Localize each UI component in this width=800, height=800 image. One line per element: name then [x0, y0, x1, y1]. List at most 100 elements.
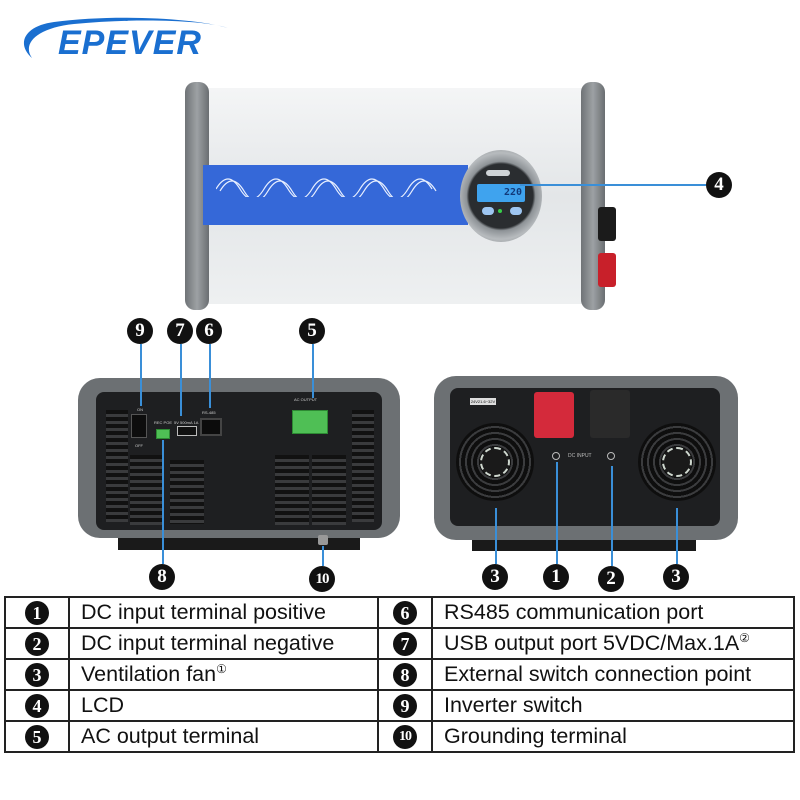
callout-leader-5: [312, 344, 314, 398]
footnote-mark: ②: [739, 630, 750, 645]
callout-leader-3-right: [676, 508, 678, 564]
vent-grille: [170, 460, 204, 524]
legend-description: Grounding terminal: [444, 724, 627, 748]
number-badge: 2: [25, 632, 49, 657]
legend-number-cell: 4: [4, 689, 70, 722]
legend-description-cell: DC input terminal negative: [68, 627, 379, 660]
number-badge: 5: [25, 725, 49, 750]
front-dc-positive-terminal: [598, 253, 616, 287]
usb-label: 5V 500mA 1A: [174, 420, 199, 425]
legend-number-cell: 10: [377, 720, 433, 753]
legend-description-cell: DC input terminal positive: [68, 596, 379, 629]
legend-description: AC output terminal: [81, 724, 260, 748]
legend-description-cell: Inverter switch: [431, 689, 795, 722]
usb-port[interactable]: [177, 426, 197, 436]
vent-grille: [275, 455, 309, 525]
callout-marker-8: 8: [149, 564, 175, 590]
callout-marker-1: 1: [543, 564, 569, 590]
legend-row: 3 Ventilation fan① 8 External switch con…: [4, 658, 795, 691]
legend-description-cell: LCD: [68, 689, 379, 722]
legend-description-cell: AC output terminal: [68, 720, 379, 753]
legend-number-cell: 7: [377, 627, 433, 660]
negative-polarity-icon: [607, 452, 615, 460]
legend-number-cell: 1: [4, 596, 70, 629]
voltage-rating-label: 24V21.6~32V: [470, 398, 496, 405]
dc-positive-terminal[interactable]: [534, 392, 574, 438]
inverter-switch[interactable]: [131, 414, 147, 438]
number-badge: 1: [25, 601, 49, 626]
callout-leader-7: [180, 344, 182, 416]
number-badge: 3: [25, 663, 49, 688]
number-badge: 7: [393, 632, 417, 657]
legend-description-cell: Grounding terminal: [431, 720, 795, 753]
callout-leader-1: [556, 462, 558, 564]
callout-marker-4: 4: [706, 172, 732, 198]
dc-input-label: DC INPUT: [568, 453, 592, 459]
status-led: [498, 209, 502, 213]
dc-negative-terminal[interactable]: [590, 390, 630, 438]
legend-row: 4 LCD 9 Inverter switch: [4, 689, 795, 722]
legend-description-cell: USB output port 5VDC/Max.1A②: [431, 627, 795, 660]
number-badge: 9: [393, 694, 417, 719]
callout-marker-9: 9: [127, 318, 153, 344]
switch-on-label: ON: [137, 407, 143, 412]
callout-leader-8: [162, 440, 164, 564]
legend-description-cell: Ventilation fan①: [68, 658, 379, 691]
footnote-mark: ①: [216, 661, 227, 676]
number-badge: 8: [393, 663, 417, 688]
legend-number-cell: 3: [4, 658, 70, 691]
legend-description: USB output port 5VDC/Max.1A: [444, 631, 740, 655]
legend-description-cell: RS485 communication port: [431, 596, 795, 629]
callout-marker-10: 10: [309, 566, 335, 592]
lcd-screen: 220: [477, 184, 525, 202]
legend-number-cell: 8: [377, 658, 433, 691]
callout-marker-2: 2: [598, 566, 624, 592]
callout-leader-4: [520, 184, 706, 186]
callout-leader-9: [140, 344, 142, 406]
epever-logo: EPEVER: [14, 14, 234, 66]
legend-description: External switch connection point: [444, 662, 752, 686]
rs485-port[interactable]: [200, 418, 222, 436]
front-dc-negative-terminal: [598, 207, 616, 241]
vent-grille: [106, 410, 128, 522]
legend-row: 2 DC input terminal negative 7 USB outpu…: [4, 627, 795, 660]
legend-number-cell: 9: [377, 689, 433, 722]
lcd-left-button[interactable]: [482, 207, 494, 215]
lcd-brand-mark: [486, 170, 510, 176]
legend-row: 5 AC output terminal 10 Grounding termin…: [4, 720, 795, 753]
callout-marker-3-left: 3: [482, 564, 508, 590]
callout-marker-7: 7: [167, 318, 193, 344]
legend-description: DC input terminal positive: [81, 600, 326, 624]
ext-switch-label: REC POE: [154, 420, 173, 425]
callout-marker-3-right: 3: [663, 564, 689, 590]
positive-polarity-icon: [552, 452, 560, 460]
lcd-right-button[interactable]: [510, 207, 522, 215]
logo-text: EPEVER: [58, 24, 202, 62]
sine-wave-icon: [216, 178, 437, 197]
legend-number-cell: 5: [4, 720, 70, 753]
legend-description: Ventilation fan: [81, 662, 217, 686]
legend-description-cell: External switch connection point: [431, 658, 795, 691]
callout-marker-5: 5: [299, 318, 325, 344]
vent-grille: [130, 455, 164, 525]
callout-leader-3-left: [495, 508, 497, 564]
legend-number-cell: 2: [4, 627, 70, 660]
ac-output-label: AC OUTPUT: [294, 397, 318, 402]
legend-table: 1 DC input terminal positive 6 RS485 com…: [4, 596, 795, 753]
callout-leader-6: [209, 344, 211, 408]
callout-marker-6: 6: [196, 318, 222, 344]
vent-grille: [312, 455, 346, 525]
callout-leader-2: [611, 466, 613, 566]
grounding-screw[interactable]: [318, 535, 328, 545]
vent-grille: [352, 410, 374, 522]
legend-number-cell: 6: [377, 596, 433, 629]
switch-off-label: OFF: [135, 443, 143, 448]
number-badge: 4: [25, 694, 49, 719]
legend-description: LCD: [81, 693, 125, 717]
external-switch-terminal[interactable]: [156, 429, 170, 439]
fan-hub: [662, 447, 692, 477]
rs485-label: RS-485: [202, 410, 216, 415]
callout-leader-10: [322, 546, 324, 566]
number-badge: 6: [393, 601, 417, 626]
ac-output-terminal-block[interactable]: [292, 410, 328, 434]
